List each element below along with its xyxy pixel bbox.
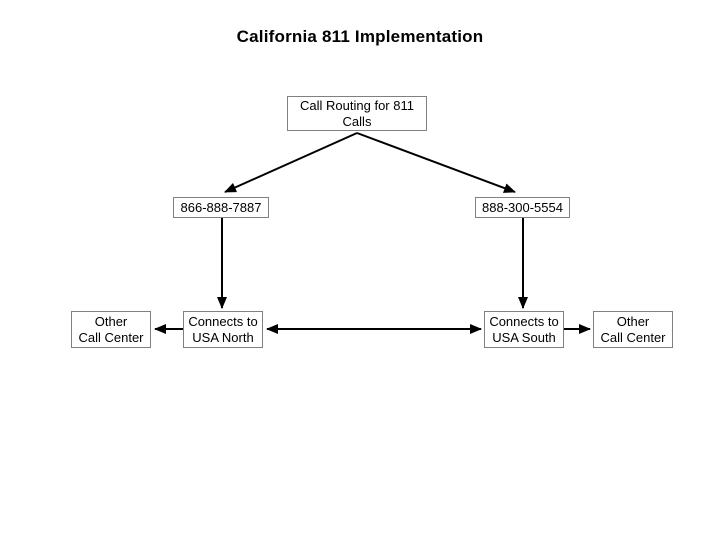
node-other-call-center-left: Other Call Center [71,311,151,348]
node-call-routing: Call Routing for 811 Calls [287,96,427,131]
node-connects-usa-south: Connects to USA South [484,311,564,348]
node-connects-south-line2: USA South [492,329,556,345]
node-other-right-line1: Other [616,313,650,329]
node-other-right-line2: Call Center [600,329,666,345]
node-phone-888: 888-300-5554 [475,197,570,218]
node-connects-north-line2: USA North [192,329,254,345]
slide-title: California 811 Implementation [236,27,484,46]
node-phone-888-label: 888-300-5554 [482,199,563,215]
arrow-routing-to-866 [224,132,358,193]
node-connects-north-line1: Connects to [188,313,258,329]
node-call-routing-line2: Calls [342,113,372,129]
node-connects-usa-north: Connects to USA North [183,311,263,348]
node-other-left-line1: Other [94,313,128,329]
arrow-routing-to-888 [356,132,516,193]
node-other-left-line2: Call Center [78,329,144,345]
node-phone-866-label: 866-888-7887 [180,199,262,215]
node-connects-south-line1: Connects to [489,313,559,329]
node-call-routing-line1: Call Routing for 811 [300,97,414,113]
node-other-call-center-right: Other Call Center [593,311,673,348]
node-phone-866: 866-888-7887 [173,197,269,218]
